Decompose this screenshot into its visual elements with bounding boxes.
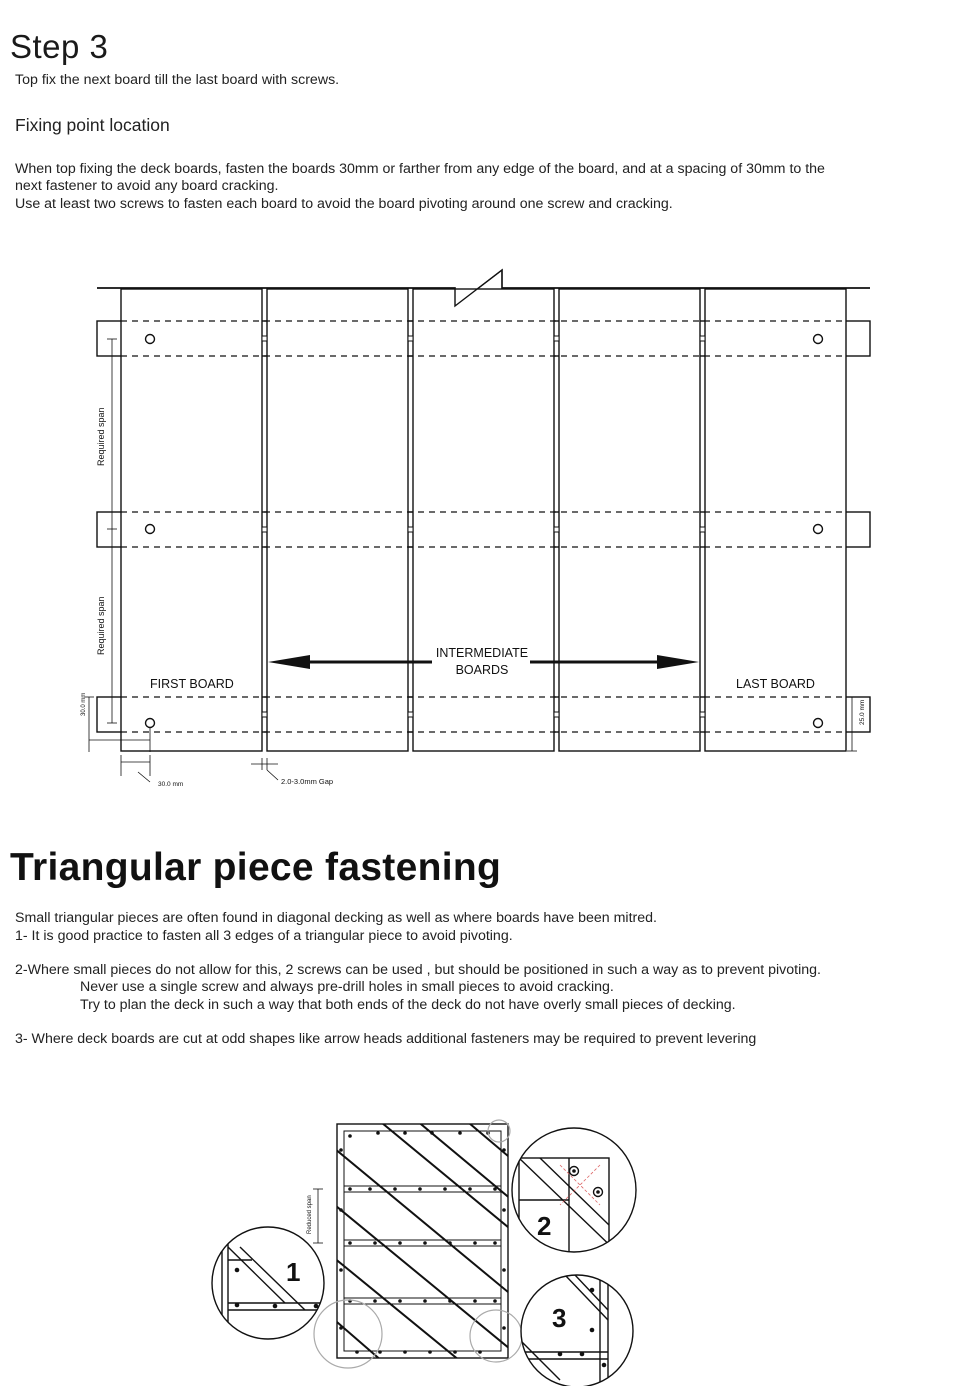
callout-1: 1 (211, 1226, 325, 1340)
dim-30-left-label: 30.0 mm (81, 693, 87, 716)
step-intro: Top fix the next board till the last boa… (15, 72, 340, 88)
deck-frame (336, 1123, 509, 1359)
callout-2: 2 (511, 1127, 637, 1253)
fixing-para-3: Use at least two screws to fasten each b… (15, 196, 673, 212)
intermediate-arrows (268, 655, 699, 669)
gap-spacers (261, 335, 706, 718)
required-span-label: Required span (96, 596, 106, 655)
screw-icon (812, 717, 824, 729)
screw-icon (144, 523, 156, 535)
diagonal-deck-diagram: Reduced span 1 (211, 1119, 637, 1386)
board-first (120, 288, 263, 752)
board-intermediate-3 (558, 288, 701, 752)
fixing-para-1: When top fixing the deck boards, fasten … (15, 161, 825, 177)
required-span-label: Required span (96, 407, 106, 466)
dim-25-label: 25.0 mm (859, 700, 866, 725)
deck-screw-dots (339, 1131, 506, 1354)
screw-icon (812, 333, 824, 345)
fixing-heading: Fixing point location (15, 115, 170, 135)
board-last (704, 288, 847, 752)
fixing-point-diagram: FIRST BOARD INTERMEDIATE BOARDS LAST BOA… (81, 268, 871, 788)
triangular-line-4: Never use a single screw and always pre-… (80, 979, 614, 995)
triangular-line-2: 1- It is good practice to fasten all 3 e… (15, 928, 513, 944)
reduced-span-label: Reduced span (307, 1195, 313, 1234)
triangular-line-3: 2-Where small pieces do not allow for th… (15, 962, 821, 978)
last-board-label: LAST BOARD (736, 677, 815, 691)
callout-3-label: 3 (552, 1303, 566, 1333)
fixing-para-2: next fastener to avoid any board crackin… (15, 178, 279, 194)
triangular-line-1: Small triangular pieces are often found … (15, 910, 657, 926)
screw-icon (144, 333, 156, 345)
screw-icon (812, 523, 824, 535)
triangular-title: Triangular piece fastening (10, 846, 502, 889)
first-board-label: FIRST BOARD (150, 677, 234, 691)
screw-icon (144, 717, 156, 729)
span-dimensions (84, 338, 857, 783)
triangular-line-5: Try to plan the deck in such a way that … (80, 997, 736, 1013)
callout-3: 3 (520, 1274, 634, 1386)
gap-label: 2.0-3.0mm Gap (281, 777, 333, 786)
intermediate-label-1: INTERMEDIATE (436, 646, 528, 660)
callout-2-label: 2 (537, 1211, 551, 1241)
triangular-line-6: 3- Where deck boards are cut at odd shap… (15, 1031, 757, 1047)
board-intermediate-2 (412, 288, 555, 752)
callout-1-label: 1 (286, 1257, 300, 1287)
dim-30-bottom-label: 30.0 mm (158, 781, 183, 788)
board-intermediate-1 (266, 288, 409, 752)
intermediate-label-2: BOARDS (456, 663, 509, 677)
step-title: Step 3 (10, 28, 109, 65)
